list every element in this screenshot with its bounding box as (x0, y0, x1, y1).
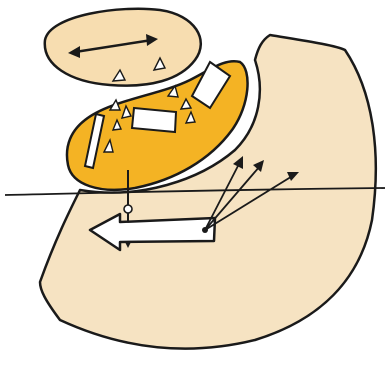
rect-white-center (132, 108, 176, 132)
small-circle-marker (124, 205, 132, 213)
